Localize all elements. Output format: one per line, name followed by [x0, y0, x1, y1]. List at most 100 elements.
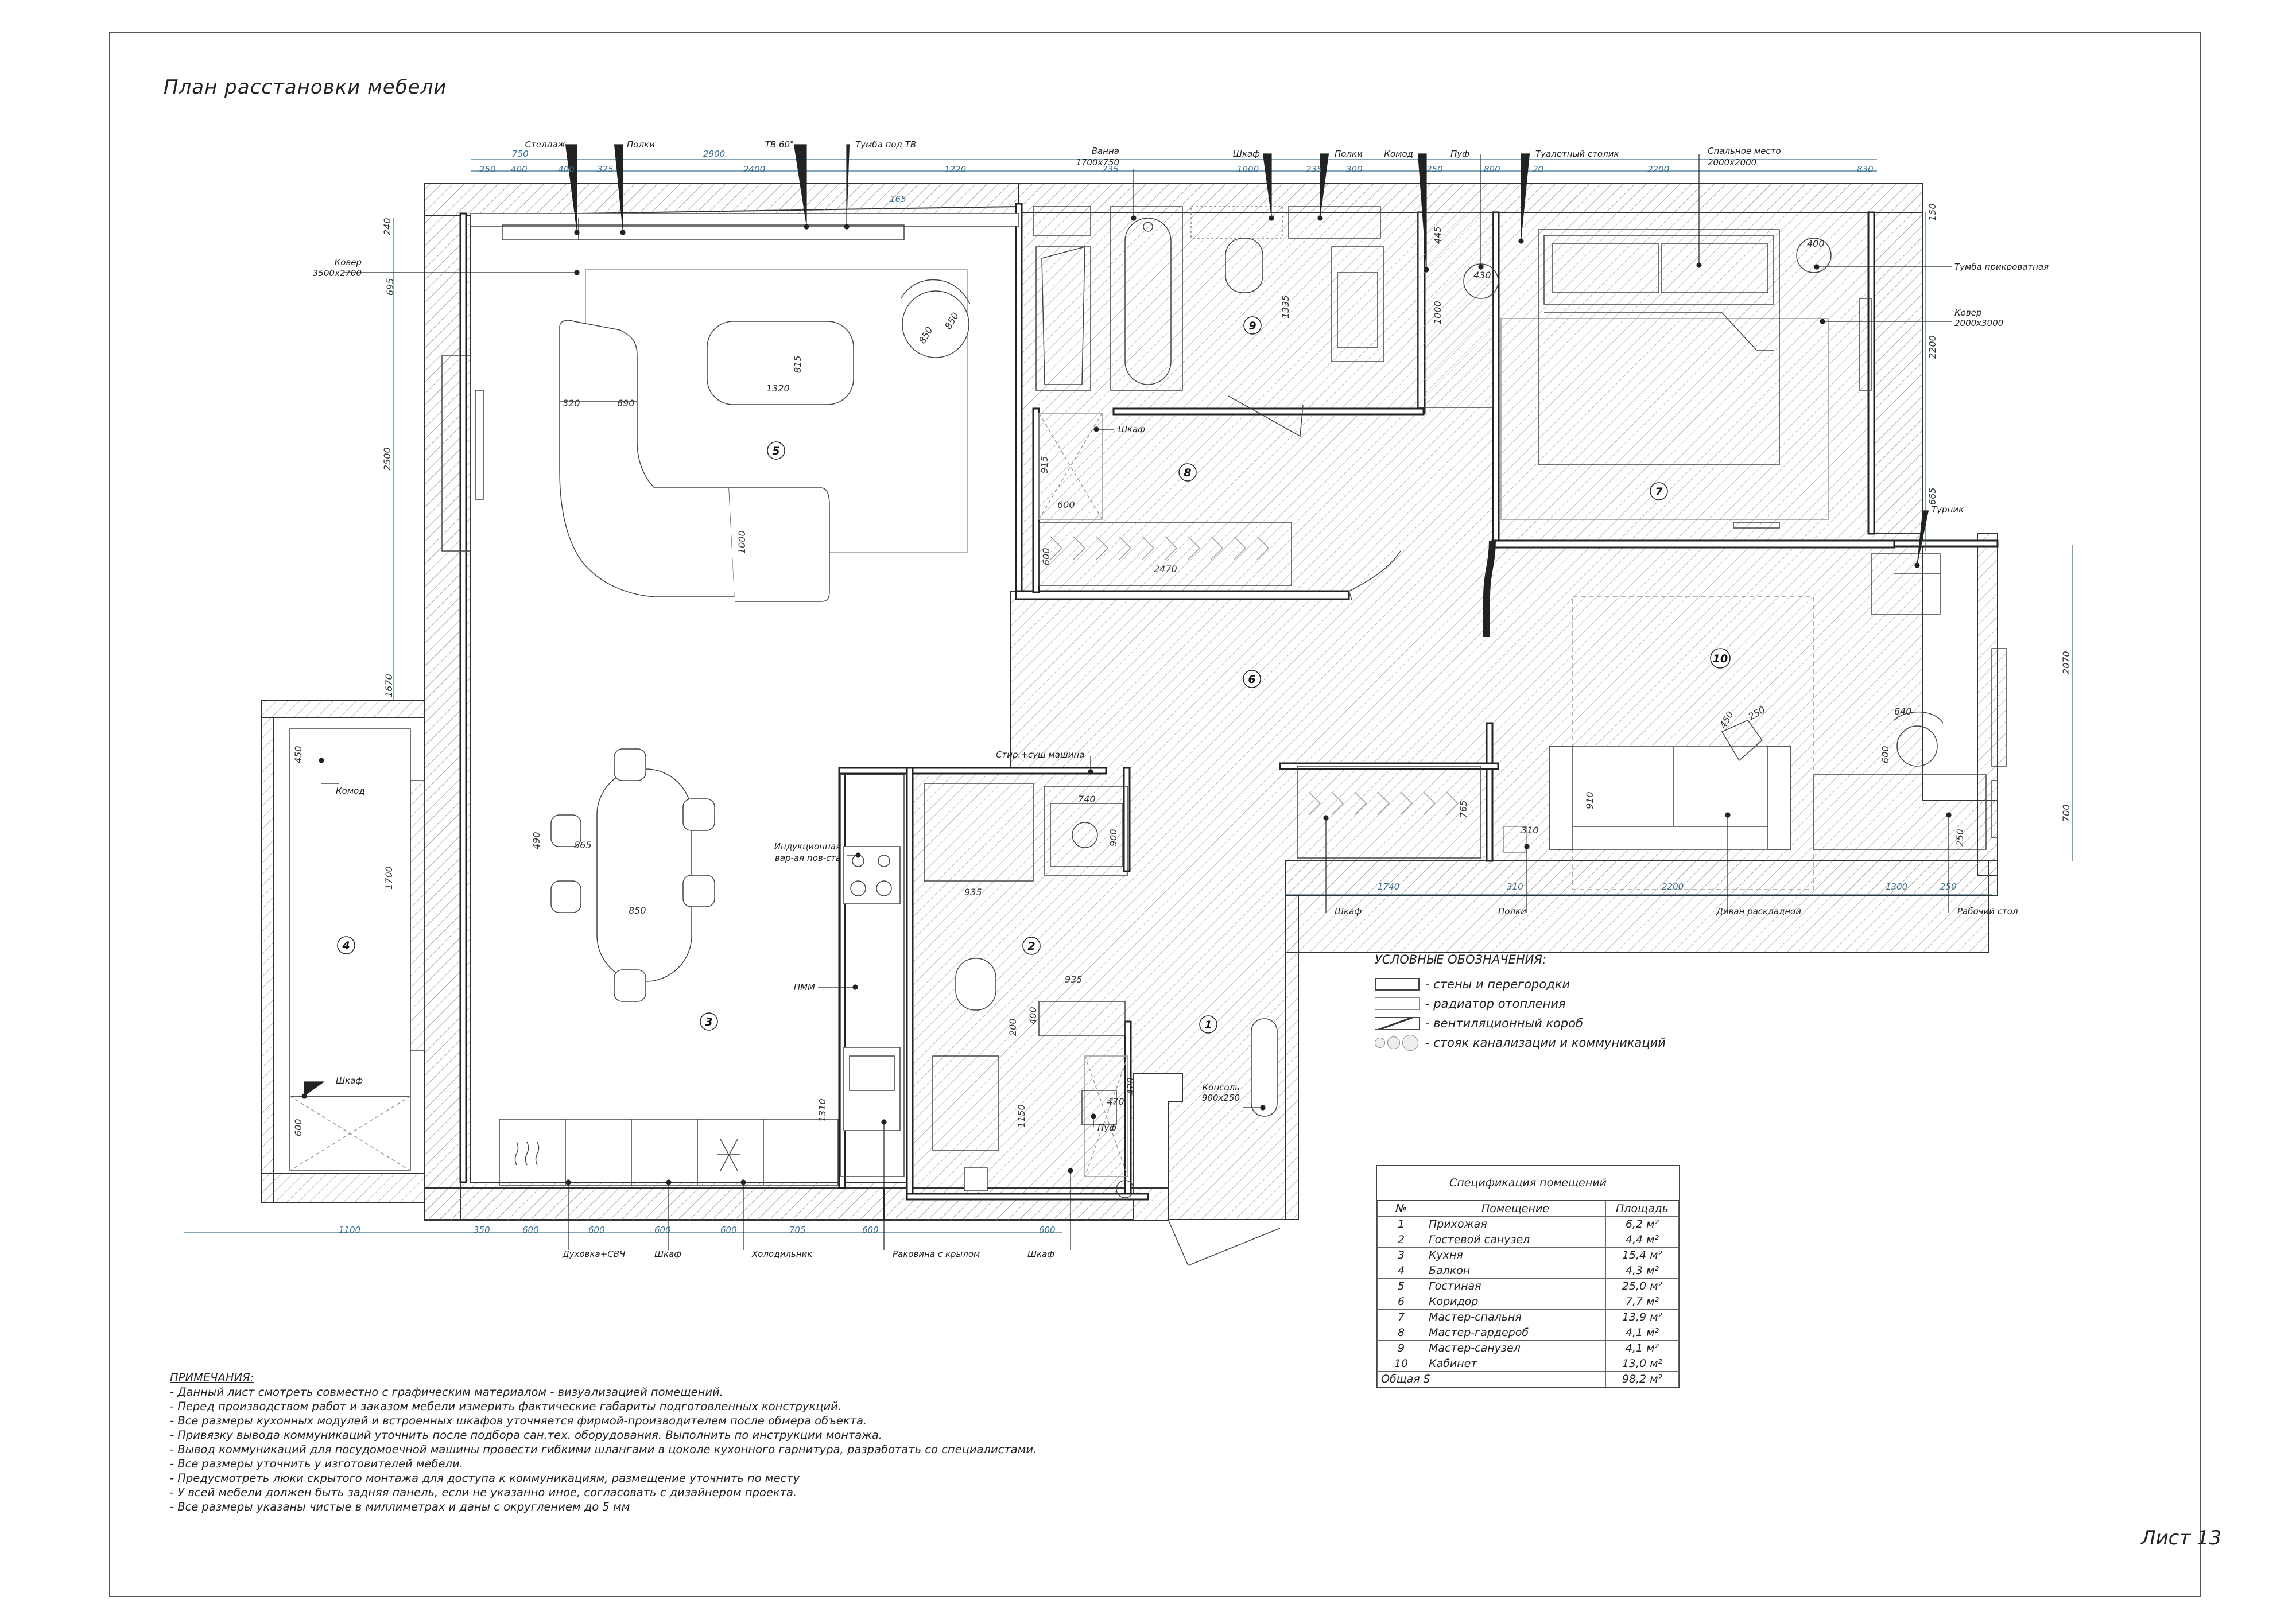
kitchen: [499, 748, 905, 1186]
label-shkaf-bath: Шкаф: [1233, 149, 1260, 159]
dim: 1220: [944, 164, 966, 174]
spec-table: Спецификация помещений № Помещение Площа…: [1376, 1165, 1680, 1388]
dim: 830: [1857, 164, 1874, 174]
dim: 420: [1125, 1077, 1136, 1095]
dim: 2200: [1927, 335, 1938, 359]
label-holodilnik: Холодильник: [751, 1249, 812, 1259]
master-bath: [1033, 206, 1384, 437]
riser-swatch: [1375, 1035, 1420, 1051]
label-kover-left-size: 3500x2700: [313, 268, 362, 278]
label-polki-top: Полки: [627, 139, 655, 150]
label-spalnoe: Спальное место: [1708, 146, 1781, 156]
label-kover-right: Ковер: [1954, 308, 1981, 318]
note-line: - Перед производством работ и заказом ме…: [170, 1400, 842, 1413]
dim: 250: [1954, 829, 1965, 847]
label-stellazh: Стеллаж: [525, 139, 566, 150]
dim: 310: [1521, 825, 1539, 836]
dim: 815: [792, 355, 803, 373]
note-line: - Предусмотреть люки скрытого монтажа дл…: [170, 1471, 800, 1485]
cell-no: 10: [1377, 1356, 1425, 1372]
label-rakovina: Раковина с крылом: [893, 1249, 980, 1259]
cell-room: Мастер-гардероб: [1425, 1325, 1606, 1341]
dim: 600: [1041, 548, 1052, 565]
leader-lines: [301, 144, 1952, 1250]
cell-area: 4,1 м²: [1605, 1340, 1679, 1356]
dim: 690: [617, 398, 635, 409]
cell-room: Кухня: [1425, 1247, 1606, 1263]
master-wardrobe: [1038, 413, 1401, 600]
cell-area: 4,3 м²: [1605, 1263, 1679, 1279]
dim: 400: [1807, 238, 1825, 249]
dim: 600: [654, 1225, 671, 1235]
legend-title: УСЛОВНЫЕ ОБОЗНАЧЕНИЯ:: [1375, 953, 1547, 966]
dim: 350: [474, 1225, 490, 1235]
label-shkaf-wardrobe: Шкаф: [1118, 424, 1145, 434]
room-number-circle: [1199, 1015, 1217, 1034]
room-number-circle: [700, 1012, 718, 1031]
dim: 600: [1880, 746, 1891, 763]
label-konsol-size: 900x250: [1202, 1093, 1240, 1103]
cell-no: 4: [1377, 1263, 1425, 1279]
label-puf-hall: Пуф: [1097, 1123, 1116, 1133]
dim: 310: [1507, 882, 1523, 892]
spec-header-row: № Помещение Площадь: [1377, 1201, 1679, 1217]
label-kover-right-size: 2000x3000: [1954, 318, 2003, 328]
spec-title: Спецификация помещений: [1377, 1166, 1679, 1201]
dim: 200: [1007, 1018, 1018, 1036]
room-number: 2: [1027, 940, 1035, 953]
cell-area: 6,2 м²: [1605, 1216, 1679, 1232]
radiator-swatch: [1375, 997, 1420, 1010]
balcony: [289, 728, 425, 1171]
notes-title: ПРИМЕЧАНИЯ:: [170, 1371, 254, 1384]
dim: 470: [1107, 1096, 1124, 1107]
dim: 320: [563, 398, 580, 409]
notes: ПРИМЕЧАНИЯ: - Данный лист смотреть совме…: [170, 1370, 1037, 1514]
room-number: 1: [1204, 1019, 1212, 1031]
dim: 1335: [1280, 295, 1291, 319]
dim: 430: [1473, 270, 1491, 281]
dimension-lines: [184, 159, 2073, 1233]
room-number-circle: [337, 936, 355, 954]
spec-header: Помещение: [1425, 1201, 1606, 1217]
cell-no: 8: [1377, 1325, 1425, 1341]
cell-area: 13,0 м²: [1605, 1356, 1679, 1372]
note-line: - Привязку вывода коммуникаций уточнить …: [170, 1428, 882, 1442]
dim: 735: [1102, 164, 1119, 174]
total-label: Общая S: [1377, 1371, 1606, 1387]
room-number-circle: [1022, 937, 1041, 955]
cell-area: 7,7 м²: [1605, 1294, 1679, 1310]
dim: 600: [522, 1225, 539, 1235]
dim: 600: [588, 1225, 605, 1235]
dim: 740: [1078, 794, 1096, 805]
dim: 165: [890, 194, 906, 204]
label-komod-top: Комод: [1384, 149, 1413, 159]
master-bedroom: [1417, 212, 1872, 529]
legend-label: - радиатор отопления: [1425, 997, 1566, 1011]
label-polki-office: Полки: [1498, 906, 1526, 917]
note-line: - Все размеры кухонных модулей и встроен…: [170, 1414, 867, 1427]
living-room: [441, 213, 1019, 602]
cell-room: Кабинет: [1425, 1356, 1606, 1372]
room-numbers: 1 2 3 4 5 6 7 8 9 10: [337, 316, 1731, 1034]
dim: 2400: [743, 164, 765, 174]
dim: 445: [1432, 226, 1443, 244]
dim: 565: [574, 840, 592, 851]
cell-no: 3: [1377, 1247, 1425, 1263]
dim: 600: [1039, 1225, 1056, 1235]
dim: 2200: [1647, 164, 1669, 174]
dim: 2470: [1154, 564, 1177, 574]
label-shkaf-balcony: Шкаф: [336, 1075, 363, 1086]
exterior-walls: [424, 183, 1998, 1220]
label-vanna-size: 1700x750: [1076, 157, 1119, 168]
cell-room: Коридор: [1425, 1294, 1606, 1310]
dim: 935: [1065, 974, 1083, 985]
room-number-circle: [767, 441, 785, 460]
label-komod-balcony: Комод: [336, 786, 365, 796]
room-number: 3: [705, 1016, 712, 1028]
